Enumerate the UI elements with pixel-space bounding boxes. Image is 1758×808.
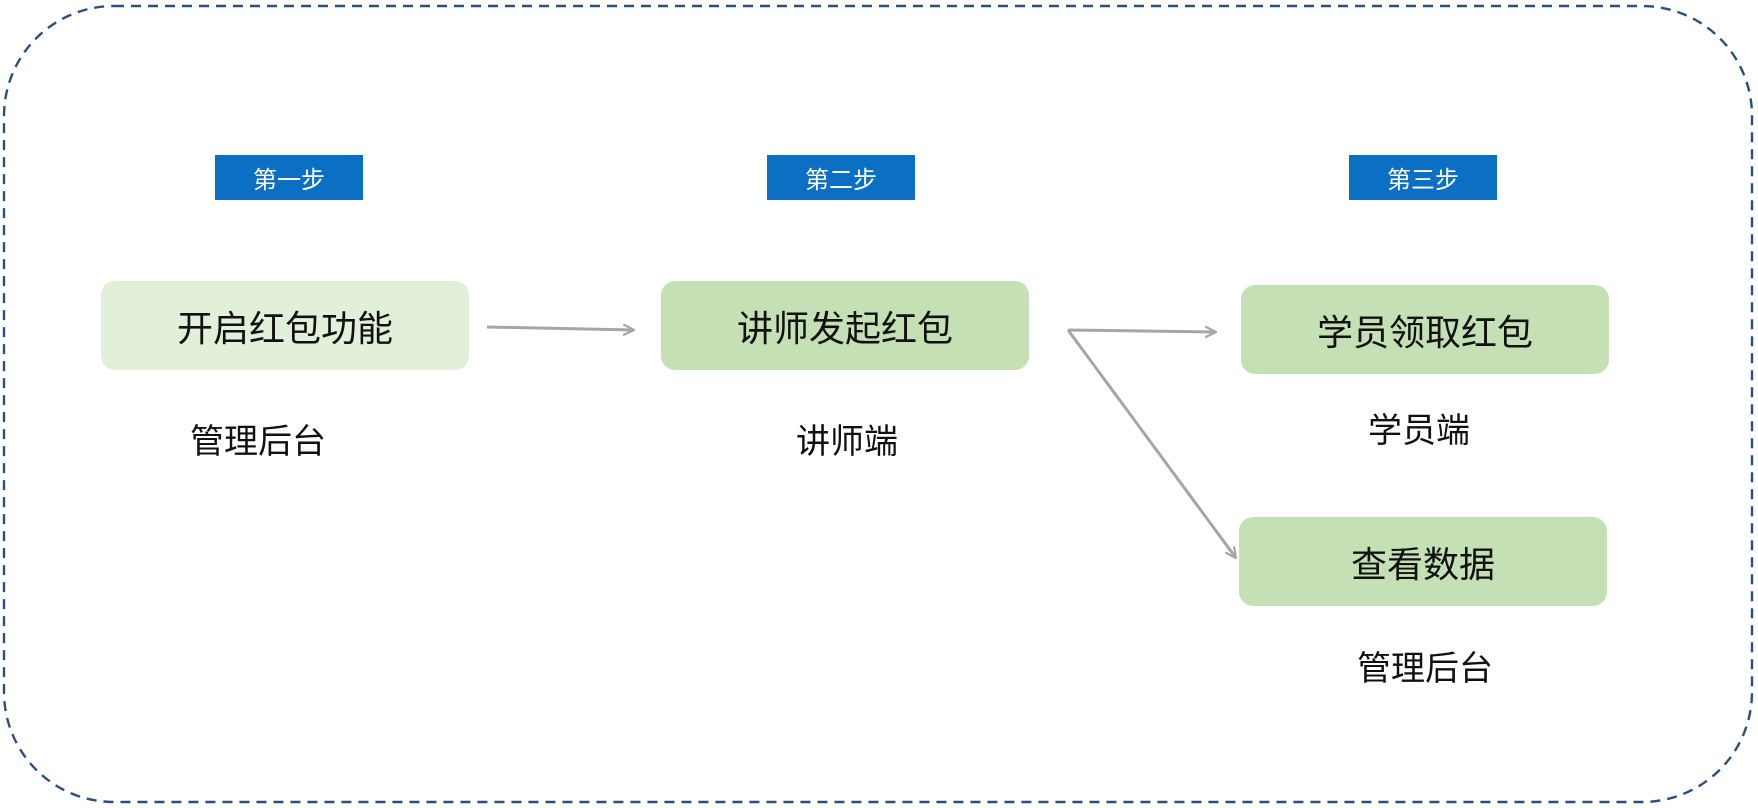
- step-tag-3: 第三步: [1349, 155, 1497, 200]
- box-student-receive-red-packet: 学员领取红包: [1241, 285, 1609, 374]
- role-label-admin-2: 管理后台: [1357, 648, 1493, 689]
- role-label-student: 学员端: [1368, 410, 1470, 451]
- arrow-step1-to-step2: [486, 327, 634, 330]
- box-view-data: 查看数据: [1239, 517, 1607, 606]
- box-teacher-send-red-packet: 讲师发起红包: [661, 281, 1029, 370]
- arrow-step2-to-data: [1066, 329, 1236, 558]
- role-label-admin-1: 管理后台: [190, 421, 326, 462]
- arrow-step2-to-receive: [1067, 330, 1216, 332]
- step-tag-1: 第一步: [215, 155, 363, 200]
- dashed-border: [2, 4, 1754, 804]
- step-tag-2: 第二步: [767, 155, 915, 200]
- role-label-teacher: 讲师端: [796, 421, 898, 462]
- box-enable-red-packet: 开启红包功能: [101, 281, 469, 370]
